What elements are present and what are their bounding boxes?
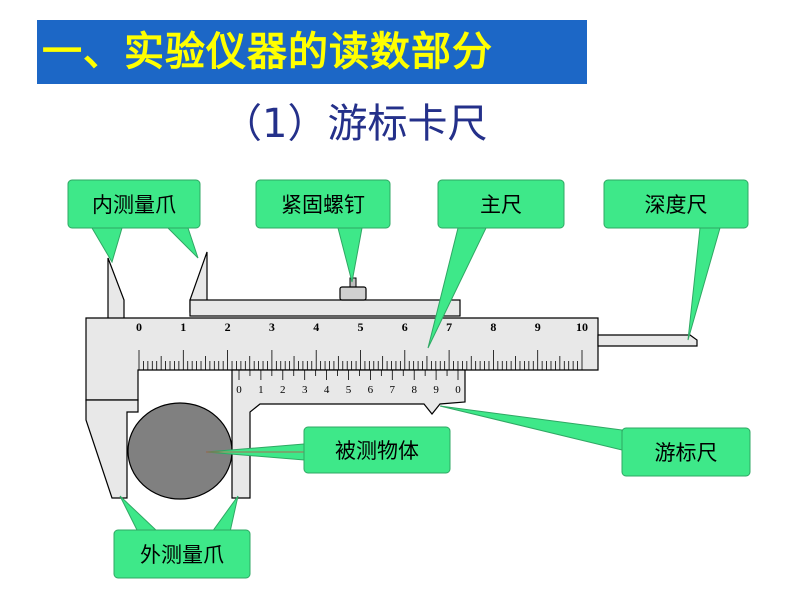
label-object: 被测物体 [335,439,419,463]
label-main-scale: 主尺 [480,193,522,217]
vernier-scale-number: 9 [433,384,439,396]
callout-box-depth-rod [603,179,749,229]
callout-box-main-scale [437,179,565,229]
title-bar [37,20,587,84]
label-inner-jaw: 内测量爪 [92,193,176,217]
label-depth-rod: 深度尺 [645,193,708,217]
main-scale-number: 1 [180,320,186,334]
main-scale-number: 9 [535,320,541,334]
page-title: 一、实验仪器的读数部分 [42,29,493,75]
main-scale-number: 8 [490,320,496,334]
page-subtitle: （1）游标卡尺 [222,101,488,147]
main-scale-ticks [138,350,583,370]
vernier-scale-number: 8 [411,384,417,396]
callout-pointer-depth-rod [687,227,721,341]
callout-box-vernier [621,427,751,477]
outer-jaw-main [85,399,139,499]
vernier-scale-number: 2 [280,384,286,396]
vernier-scale-number: 3 [302,384,308,396]
vernier-scale-number: 1 [258,384,264,396]
callout-box-inner-jaw [67,179,201,229]
vernier-scale-ticks [238,370,459,380]
main-scale-number: 3 [269,320,275,334]
main-scale-number: 5 [358,320,364,334]
depth-rod [597,334,698,347]
vernier-scale-number: 0 [236,384,242,396]
vernier-scale-number: 0 [455,384,461,396]
callout-pointer-inner-jaw-left [91,227,123,264]
callout-box-outer-jaw [113,529,251,579]
label-screw: 紧固螺钉 [281,193,365,217]
main-scale-number: 7 [446,320,452,334]
callout-pointer-vernier [439,405,623,451]
label-vernier: 游标尺 [655,441,718,465]
callout-pointer-outer-jaw-right [211,495,239,533]
screw-head [339,286,367,301]
main-scale-number: 4 [313,320,319,334]
main-scale-number: 0 [136,320,142,334]
callout-pointer-screw [337,227,363,283]
callout-box-screw [255,179,391,229]
callout-pointer-main-scale [427,227,487,349]
vernier-upper-rail [189,299,461,317]
callout-box-object [303,426,451,474]
main-scale-number: 2 [225,320,231,334]
vernier-scale-numbers: 0 1 2 3 4 5 6 7 8 9 0 [236,384,461,396]
inner-jaw-main [107,257,125,327]
main-scale-number: 10 [576,320,588,334]
vernier-scale-number: 5 [346,384,352,396]
main-scale-numbers: 0 1 2 3 4 5 6 7 8 9 10 [136,320,588,334]
callout-pointer-inner-jaw-right [166,227,199,259]
callout-pointer-outer-jaw-left [119,495,160,533]
main-scale-number: 6 [402,320,408,334]
vernier-frame [231,369,466,499]
label-outer-jaw: 外测量爪 [140,543,224,567]
vernier-scale-number: 7 [390,384,396,396]
vernier-scale-number: 6 [368,384,374,396]
vernier-scale-number: 4 [324,384,330,396]
